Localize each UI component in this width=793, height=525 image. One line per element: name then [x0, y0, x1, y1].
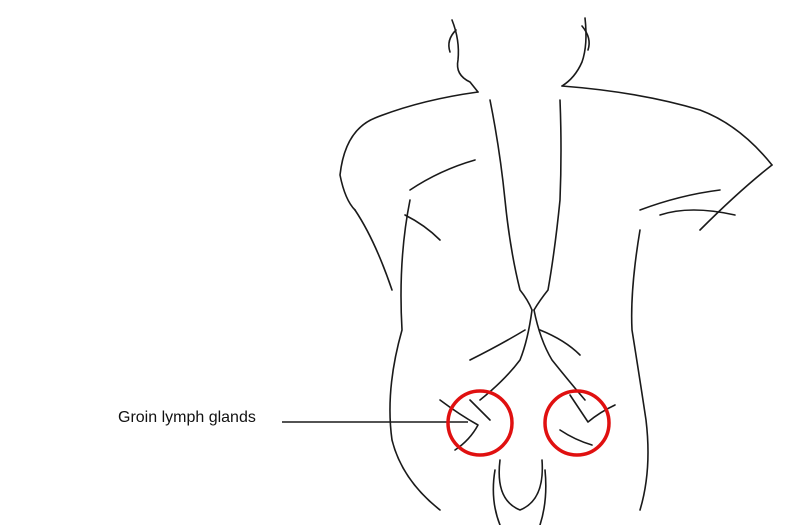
left-arm: [355, 210, 392, 290]
ear-left: [449, 30, 456, 52]
genital-outline: [499, 460, 542, 510]
right-leg: [540, 470, 546, 525]
right-arm: [700, 165, 772, 230]
left-torso: [390, 200, 440, 510]
right-groin-highlight-circle: [545, 391, 609, 455]
thoracic-duct-right: [534, 100, 561, 310]
right-shoulder: [562, 86, 772, 165]
neck-outline-right: [562, 18, 586, 86]
right-torso: [632, 230, 648, 510]
thoracic-duct-left: [490, 100, 532, 310]
trunk-lower: [480, 310, 532, 400]
left-shoulder: [340, 92, 478, 210]
trunk-lower-right: [534, 310, 585, 400]
groin-lymph-glands-label: Groin lymph glands: [118, 409, 256, 427]
